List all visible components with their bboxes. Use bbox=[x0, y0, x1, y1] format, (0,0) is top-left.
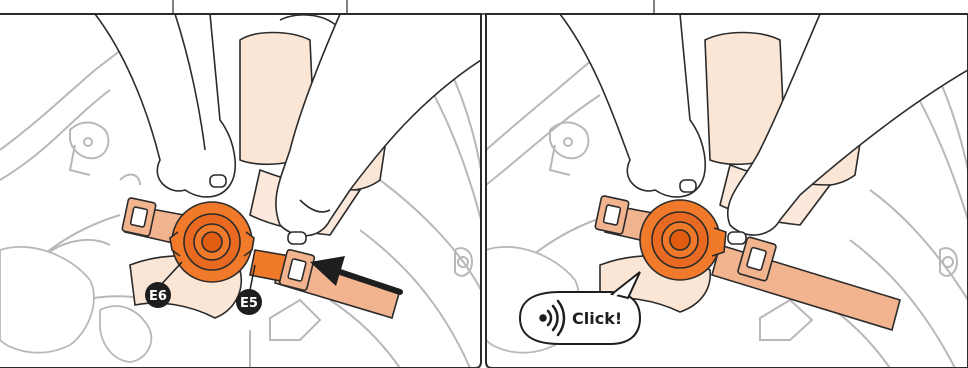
callout-e6-label: E6 bbox=[149, 289, 167, 304]
baby-legs bbox=[0, 247, 151, 362]
panel-right: Click! bbox=[486, 14, 968, 368]
header-strip bbox=[0, 0, 968, 14]
panel-left: E6 E5 bbox=[0, 14, 481, 368]
callout-e5-label: E5 bbox=[240, 296, 258, 311]
click-text: Click! bbox=[572, 309, 622, 328]
buckle-e6 bbox=[170, 202, 254, 282]
